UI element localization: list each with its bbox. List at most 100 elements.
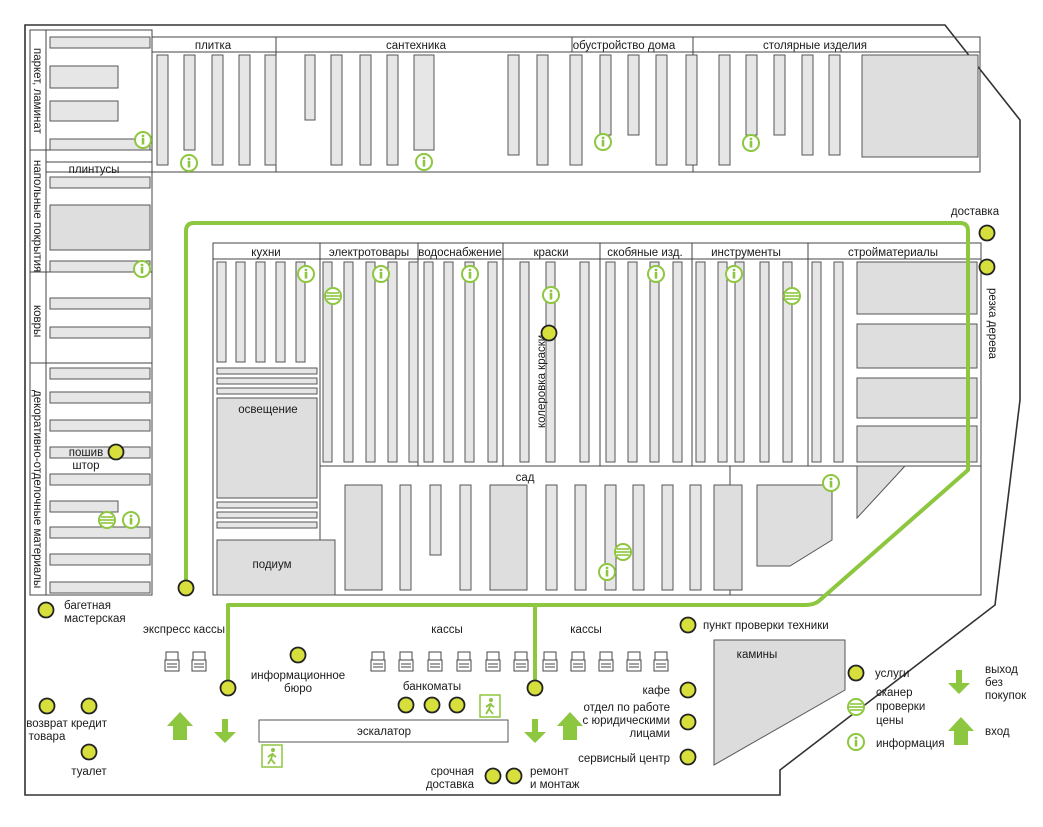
info-icon[interactable] — [647, 265, 665, 283]
legend: услуги сканер проверки цены информация в… — [847, 664, 1027, 751]
info-icon[interactable] — [415, 153, 433, 171]
info-icon[interactable] — [822, 474, 840, 492]
toilet-dot[interactable] — [80, 743, 98, 761]
dept-carpentry: столярные изделия — [763, 40, 867, 52]
info-desk-dot[interactable] — [289, 646, 307, 664]
label-skirting: плинтусы — [69, 164, 120, 176]
dept-building: стройматериалы — [848, 247, 938, 259]
legend-exit-3: покупок — [985, 690, 1027, 702]
info-icon[interactable] — [133, 260, 151, 278]
return-dot[interactable] — [38, 697, 56, 715]
info-icon[interactable] — [725, 265, 743, 283]
checkout-registers — [164, 651, 669, 672]
label-frame-2: мастерская — [64, 613, 126, 625]
legend-entrance: вход — [985, 726, 1010, 738]
label-escalator: эскалатор — [357, 726, 411, 738]
atm-dot[interactable] — [423, 696, 441, 714]
label-checkout-2: кассы — [570, 624, 601, 636]
route-marker — [177, 579, 195, 597]
dept-paints: краски — [533, 247, 568, 259]
label-atms: банкоматы — [403, 681, 461, 693]
scanner-icon[interactable] — [324, 287, 342, 305]
legend-exit-1: выход — [985, 664, 1018, 676]
dept-kitchens: кухни — [251, 247, 280, 259]
label-return-1: возврат — [26, 718, 68, 730]
label-legal-2: с юридическими — [583, 715, 670, 727]
urgent-delivery-dot[interactable] — [484, 767, 502, 785]
service-dot[interactable] — [679, 748, 697, 766]
info-icon[interactable] — [594, 133, 612, 151]
label-urgent-1: срочная — [431, 766, 474, 778]
info-icon[interactable] — [742, 134, 760, 152]
repair-dot[interactable] — [505, 767, 523, 785]
label-service: сервисный центр — [578, 753, 670, 765]
cafe-dot[interactable] — [679, 681, 697, 699]
credit-dot[interactable] — [80, 697, 98, 715]
dept-plumbing: сантехника — [386, 40, 447, 52]
frame-workshop-dot[interactable] — [37, 601, 55, 619]
label-legal-3: лицами — [630, 728, 670, 740]
dept-home: обустройство дома — [573, 40, 676, 52]
legend-scanner-3: цены — [876, 715, 903, 727]
info-icon[interactable] — [180, 154, 198, 172]
label-return-2: товара — [29, 731, 66, 743]
info-icon[interactable] — [297, 265, 315, 283]
exit-arrow-icon — [214, 719, 236, 743]
info-icon[interactable] — [461, 265, 479, 283]
route-marker — [219, 679, 237, 697]
exit-legend-icon — [948, 670, 970, 694]
legal-dot[interactable] — [679, 713, 697, 731]
tinting-dot[interactable] — [540, 324, 558, 342]
scanner-icon[interactable] — [783, 287, 801, 305]
dept-floor: напольные покрытия — [31, 160, 43, 272]
label-frame-1: багетная — [64, 600, 111, 612]
label-toilet: туалет — [71, 766, 107, 778]
left-shelves — [49, 36, 151, 594]
curtain-dot[interactable] — [107, 443, 125, 461]
info-icon[interactable] — [122, 511, 140, 529]
tech-check-dot[interactable] — [679, 616, 697, 634]
middle-section — [212, 242, 982, 596]
dept-decor: декоративно-отделочные материалы — [31, 390, 43, 588]
info-icon[interactable] — [542, 286, 560, 304]
dept-tools: инструменты — [711, 247, 781, 259]
scanner-icon[interactable] — [614, 543, 632, 561]
label-curtains-1: пошив — [69, 447, 103, 459]
walker-icon — [479, 694, 501, 718]
info-icon[interactable] — [372, 265, 390, 283]
exit-arrow-icon — [524, 719, 546, 743]
info-icon[interactable] — [134, 131, 152, 149]
info-icon[interactable] — [598, 563, 616, 581]
route-marker — [526, 679, 544, 697]
delivery-dot[interactable] — [978, 224, 996, 242]
atm-dot[interactable] — [448, 696, 466, 714]
label-express-checkout: экспресс кассы — [143, 624, 225, 636]
middle-shelves — [216, 261, 978, 596]
label-credit: кредит — [71, 718, 108, 730]
label-fireplaces: камины — [737, 649, 778, 661]
label-repair-1: ремонт — [530, 766, 569, 778]
label-wood-cutting: резка дерева — [986, 288, 998, 360]
scanner-icon[interactable] — [98, 511, 116, 529]
info-legend-icon — [847, 733, 865, 751]
entrance-arrow-icon — [557, 712, 583, 740]
label-info-desk-2: бюро — [284, 683, 312, 695]
walker-icon — [261, 744, 283, 768]
label-cafe: кафе — [642, 685, 670, 697]
dept-electrical: электротовары — [329, 247, 409, 259]
label-paint-tinting: колеровка краски — [536, 335, 548, 428]
label-delivery: доставка — [951, 206, 1000, 218]
dept-water: водоснабжение — [418, 247, 501, 259]
entrance-legend-icon — [948, 717, 974, 745]
route-path — [184, 221, 970, 690]
label-legal-1: отдел по работе — [583, 702, 670, 714]
legend-exit-2: без — [985, 677, 1003, 689]
wood-cutting-dot[interactable] — [978, 258, 996, 276]
left-section — [29, 29, 153, 596]
atm-dot[interactable] — [397, 696, 415, 714]
top-shelves — [156, 54, 979, 166]
legend-scanner-2: проверки — [876, 701, 925, 713]
label-info-desk-1: информационное — [251, 670, 345, 682]
label-repair-2: и монтаж — [530, 779, 580, 791]
